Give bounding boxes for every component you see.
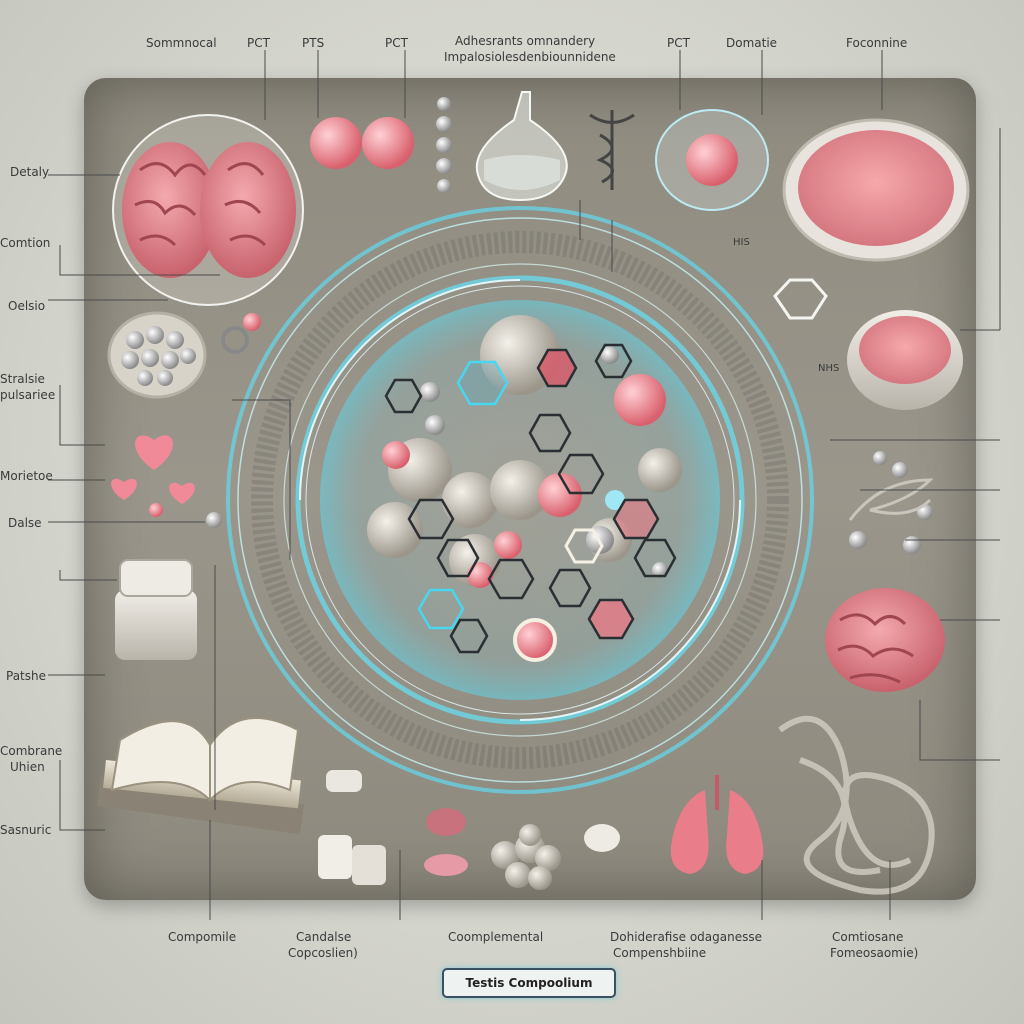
top-label-8: Domatie xyxy=(726,36,778,50)
left-label-3: Oelsio xyxy=(8,299,46,313)
right-label-2: NHS xyxy=(818,363,840,374)
top-label-6: Impalosiolesdenbiounnidene xyxy=(444,50,616,64)
bottom-label-8: Fomeosaomie) xyxy=(830,946,919,960)
left-label-11: Sasnuric xyxy=(0,823,52,837)
left-label-6: Morietoe xyxy=(0,469,53,483)
right-label-1: HIS xyxy=(733,237,750,248)
leader-lines xyxy=(48,50,1001,920)
bottom-label-3: Copcoslien) xyxy=(288,946,358,960)
top-label-3: PTS xyxy=(302,36,325,50)
left-label-10: Uhien xyxy=(10,760,45,774)
left-label-1: Detaly xyxy=(10,165,50,179)
left-objects xyxy=(96,311,305,835)
top-label-5: Adhesrants omnandery xyxy=(455,34,596,48)
top-label-1: Sommnocal xyxy=(146,36,217,50)
books-icon xyxy=(96,717,305,835)
left-label-8: Patshe xyxy=(6,669,46,683)
left-label-2: Comtion xyxy=(0,236,51,250)
bottom-label-7: Comtiosane xyxy=(832,930,904,944)
left-label-4: Stralsie xyxy=(0,372,45,386)
brain-top-left xyxy=(112,114,304,306)
bottom-label-6: Compenshbiine xyxy=(613,946,707,960)
top-label-4: PCT xyxy=(385,36,408,50)
diagram-title: Testis Compoolium xyxy=(442,968,616,998)
top-label-2: PCT xyxy=(247,36,270,50)
left-label-5: pulsariee xyxy=(0,388,56,402)
bottom-label-1: Compomile xyxy=(168,930,237,944)
top-objects xyxy=(310,91,970,262)
top-label-9: Foconnine xyxy=(846,36,908,50)
top-label-7: PCT xyxy=(667,36,690,50)
bottom-label-2: Candalse xyxy=(296,930,352,944)
bottom-label-4: Coomplemental xyxy=(448,930,544,944)
left-label-7: Dalse xyxy=(8,516,42,530)
bottom-label-5: Dohiderafise odaganesse xyxy=(610,930,762,944)
left-label-9: Combrane xyxy=(0,744,63,758)
right-objects xyxy=(773,278,963,895)
hexagon-network xyxy=(384,343,677,654)
bottom-objects xyxy=(318,770,764,890)
